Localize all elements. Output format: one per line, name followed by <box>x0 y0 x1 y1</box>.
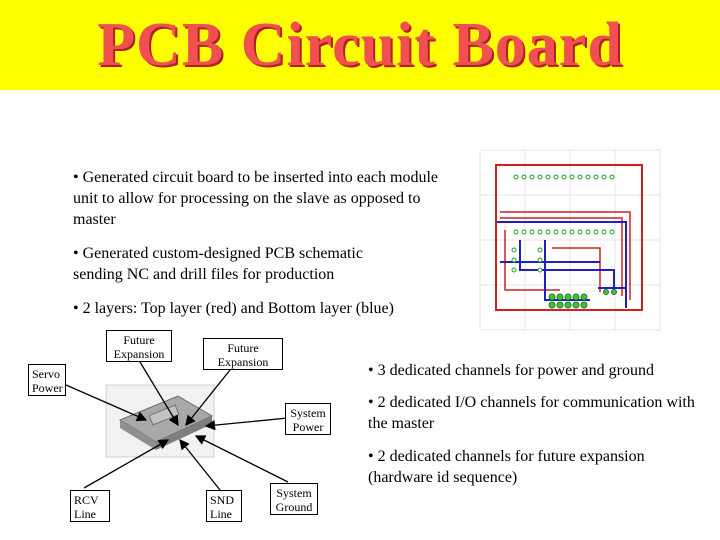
bullet-generated-board: • Generated circuit board to be inserted… <box>73 169 439 228</box>
bullet-future-expansion: • 2 dedicated channels for future expans… <box>368 448 645 486</box>
bullet-layers: • 2 layers: Top layer (red) and Bottom l… <box>73 300 394 317</box>
future-expansion-box-2: Future Expansion <box>203 338 283 370</box>
bullet-schematic: • Generated custom-designed PCB schemati… <box>73 245 363 283</box>
rcv-line-box: RCV Line <box>70 490 110 522</box>
slide-title: PCB Circuit Board <box>97 11 623 79</box>
bullet-io-channels: • 2 dedicated I/O channels for communica… <box>368 394 695 432</box>
servo-power-box: Servo Power <box>28 364 66 396</box>
bullet-power-ground: • 3 dedicated channels for power and gro… <box>368 362 654 379</box>
snd-line-box: SND Line <box>206 490 242 522</box>
title-band <box>0 0 720 90</box>
system-power-box: System Power <box>285 403 331 435</box>
future-expansion-box-1: Future Expansion <box>106 330 172 362</box>
board-image <box>105 384 215 458</box>
system-ground-box: System Ground <box>270 483 318 515</box>
